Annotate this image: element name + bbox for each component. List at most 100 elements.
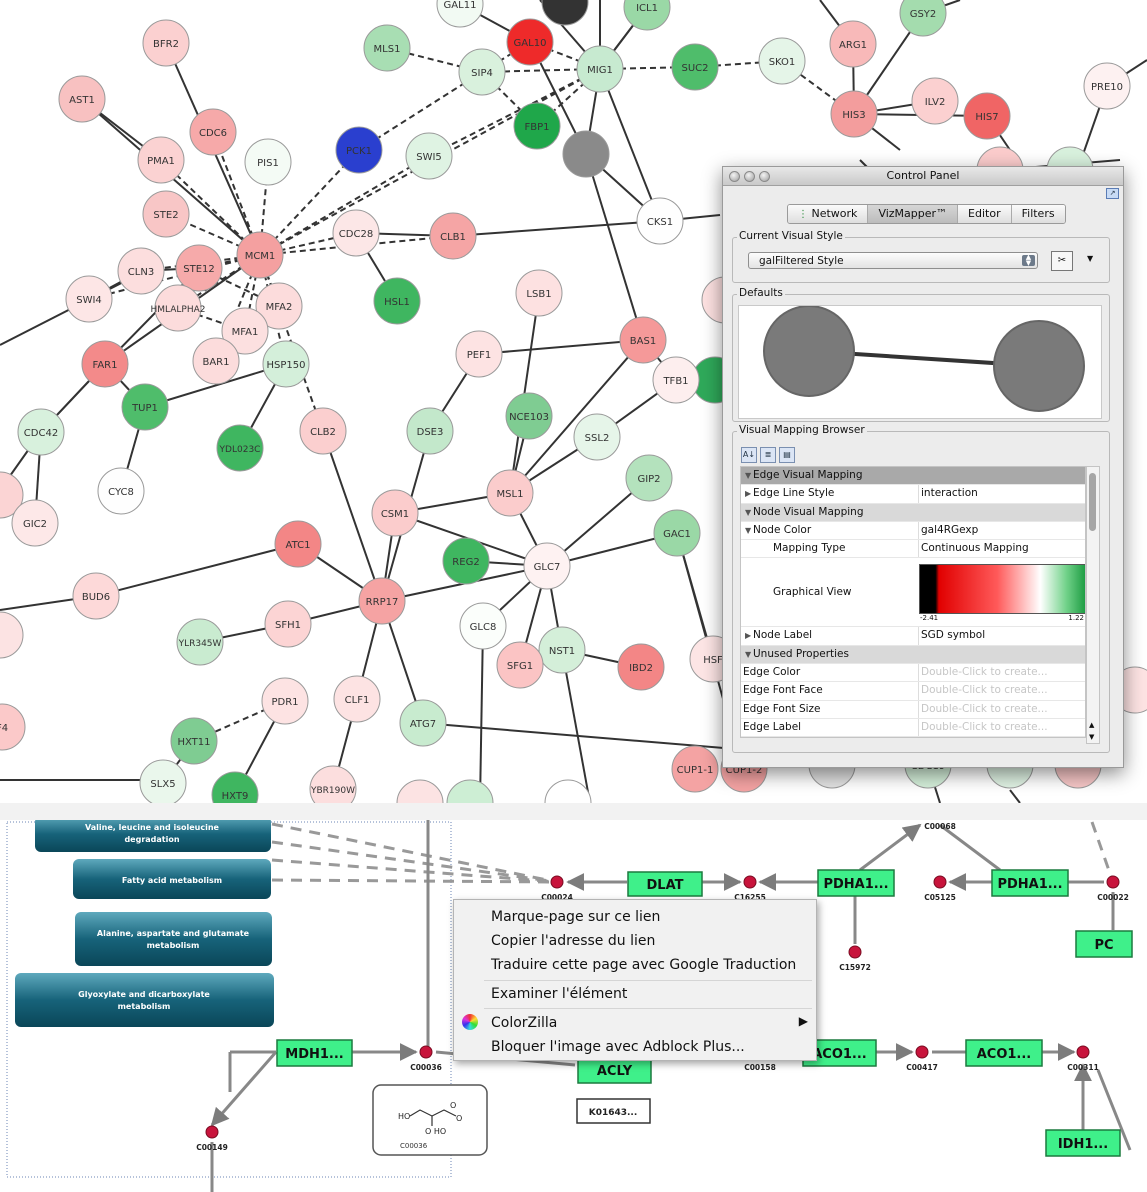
network-edge[interactable] (479, 625, 484, 803)
sort-az-icon[interactable]: A↓ (741, 447, 757, 463)
network-node[interactable]: YLR345W (176, 618, 224, 666)
mapping-row[interactable]: ▼Node Visual Mapping (741, 503, 1085, 522)
enzyme-box[interactable]: ACO1... (965, 1039, 1043, 1067)
network-node[interactable]: STE2 (142, 190, 190, 238)
network-edge[interactable] (259, 149, 360, 256)
network-node[interactable]: ATG7 (399, 699, 447, 747)
network-node[interactable]: YDL023C (216, 424, 264, 472)
network-edge[interactable] (509, 339, 644, 494)
network-node[interactable]: GLC7 (523, 542, 571, 590)
network-node[interactable]: MLS1 (363, 24, 411, 72)
network-node[interactable]: CLB1 (429, 212, 477, 260)
network-node[interactable]: STE12 (175, 244, 223, 292)
enzyme-box[interactable]: PDHA1... (817, 869, 895, 897)
network-node[interactable]: NST1 (538, 626, 586, 674)
network-edge[interactable] (322, 430, 383, 602)
network-node[interactable]: PDR1 (261, 677, 309, 725)
network-node[interactable]: ICL1 (623, 0, 671, 31)
network-node[interactable]: AST1 (58, 75, 106, 123)
network-node[interactable]: SKO1 (758, 37, 806, 85)
network-edge[interactable] (259, 155, 430, 256)
network-node[interactable]: TUP1 (121, 383, 169, 431)
network-node[interactable]: SUC2 (671, 43, 719, 91)
visual-style-select[interactable]: galFiltered Style ▲▼ (748, 252, 1038, 269)
compound-node[interactable]: C00036 (410, 1045, 442, 1072)
control-panel-titlebar[interactable]: Control Panel (723, 167, 1123, 186)
zoom-window-button[interactable] (759, 171, 770, 182)
network-node[interactable]: NCE103 (505, 392, 553, 440)
network-node[interactable]: FAR1 (81, 340, 129, 388)
menu-item-block-image-adblock[interactable]: Bloquer l'image avec Adblock Plus... (491, 1039, 745, 1055)
tab-network[interactable]: ⋮ Network (788, 205, 869, 223)
network-node[interactable]: IBD2 (617, 643, 665, 691)
network-node[interactable]: MIG1 (576, 45, 624, 93)
compound-node[interactable]: C16255 (734, 875, 766, 902)
compound-node[interactable]: C00068 (924, 822, 956, 831)
defaults-preview[interactable] (738, 305, 1102, 419)
network-node[interactable]: CYC8 (97, 467, 145, 515)
network-node[interactable]: PRE10 (1083, 62, 1131, 110)
scrollbar-thumb[interactable] (1089, 473, 1096, 531)
network-node[interactable]: ATC1 (274, 520, 322, 568)
network-node[interactable] (544, 779, 592, 803)
network-node[interactable]: SSL2 (573, 413, 621, 461)
network-edge[interactable] (452, 220, 661, 237)
network-node[interactable]: HXT11 (170, 717, 218, 765)
network-node[interactable]: GIC2 (11, 499, 59, 547)
close-window-button[interactable] (729, 171, 740, 182)
network-node[interactable]: ILV2 (911, 77, 959, 125)
network-node[interactable] (396, 779, 444, 803)
scroll-down-arrow[interactable]: ▼ (1089, 733, 1095, 741)
enzyme-box[interactable]: PDHA1... (991, 869, 1069, 897)
network-edge[interactable] (95, 543, 299, 597)
scroll-up-arrow[interactable]: ▲ (1089, 721, 1095, 729)
network-node[interactable]: CSM1 (371, 489, 419, 537)
enzyme-box[interactable]: ACLY (577, 1056, 652, 1084)
network-node[interactable]: GSY2 (899, 0, 947, 37)
compound-node[interactable]: C00022 (1097, 875, 1129, 902)
network-node[interactable]: MCM1 (236, 231, 284, 279)
network-edge[interactable] (585, 153, 644, 341)
pathway-box[interactable]: Fatty acid metabolism (73, 859, 271, 899)
network-node[interactable]: FBP1 (513, 102, 561, 150)
network-edge[interactable] (144, 363, 287, 408)
network-node[interactable] (0, 611, 24, 659)
network-node[interactable]: CDC42 (17, 408, 65, 456)
network-node[interactable] (541, 0, 589, 26)
network-node[interactable]: RRP17 (358, 577, 406, 625)
menu-item-bookmark-link[interactable]: Marque-page sur ce lien (491, 909, 661, 925)
compound-node[interactable]: C00311 (1067, 1045, 1099, 1072)
network-node[interactable]: GIP2 (625, 454, 673, 502)
network-node[interactable]: CLN3 (117, 247, 165, 295)
enzyme-box[interactable]: IDH1... (1045, 1129, 1121, 1157)
network-node[interactable]: BAR1 (192, 337, 240, 385)
network-node[interactable]: LSB1 (515, 269, 563, 317)
menu-item-colorzilla[interactable]: ColorZilla (491, 1015, 558, 1031)
pathway-box[interactable]: Glyoxylate and dicarboxylate metabolism (15, 973, 274, 1027)
compound-node[interactable]: C15972 (839, 945, 871, 972)
enzyme-box[interactable]: MDH1... (276, 1039, 353, 1067)
network-node[interactable]: PMA1 (137, 136, 185, 184)
network-node[interactable]: HSL1 (373, 277, 421, 325)
network-node[interactable]: YBR190W (309, 765, 357, 803)
pathway-box[interactable]: Valine, leucine and isoleucine degradati… (35, 820, 271, 852)
network-node[interactable]: F4 (0, 703, 26, 751)
menu-item-copy-link[interactable]: Copier l'adresse du lien (491, 933, 656, 949)
network-node[interactable]: PIS1 (244, 138, 292, 186)
list-view-icon[interactable]: ▤ (779, 447, 795, 463)
network-node[interactable]: CDC6 (189, 108, 237, 156)
network-edge[interactable] (478, 339, 644, 355)
enzyme-box[interactable]: PC (1075, 930, 1133, 958)
compound-node[interactable]: C00417 (906, 1045, 938, 1072)
network-node[interactable]: CLB2 (299, 407, 347, 455)
network-edge[interactable] (259, 235, 454, 256)
network-node[interactable]: SWI5 (405, 132, 453, 180)
network-node[interactable]: BUD6 (72, 572, 120, 620)
network-edge[interactable] (1009, 789, 1021, 803)
menu-item-inspect-element[interactable]: Examiner l'élément (491, 986, 628, 1002)
